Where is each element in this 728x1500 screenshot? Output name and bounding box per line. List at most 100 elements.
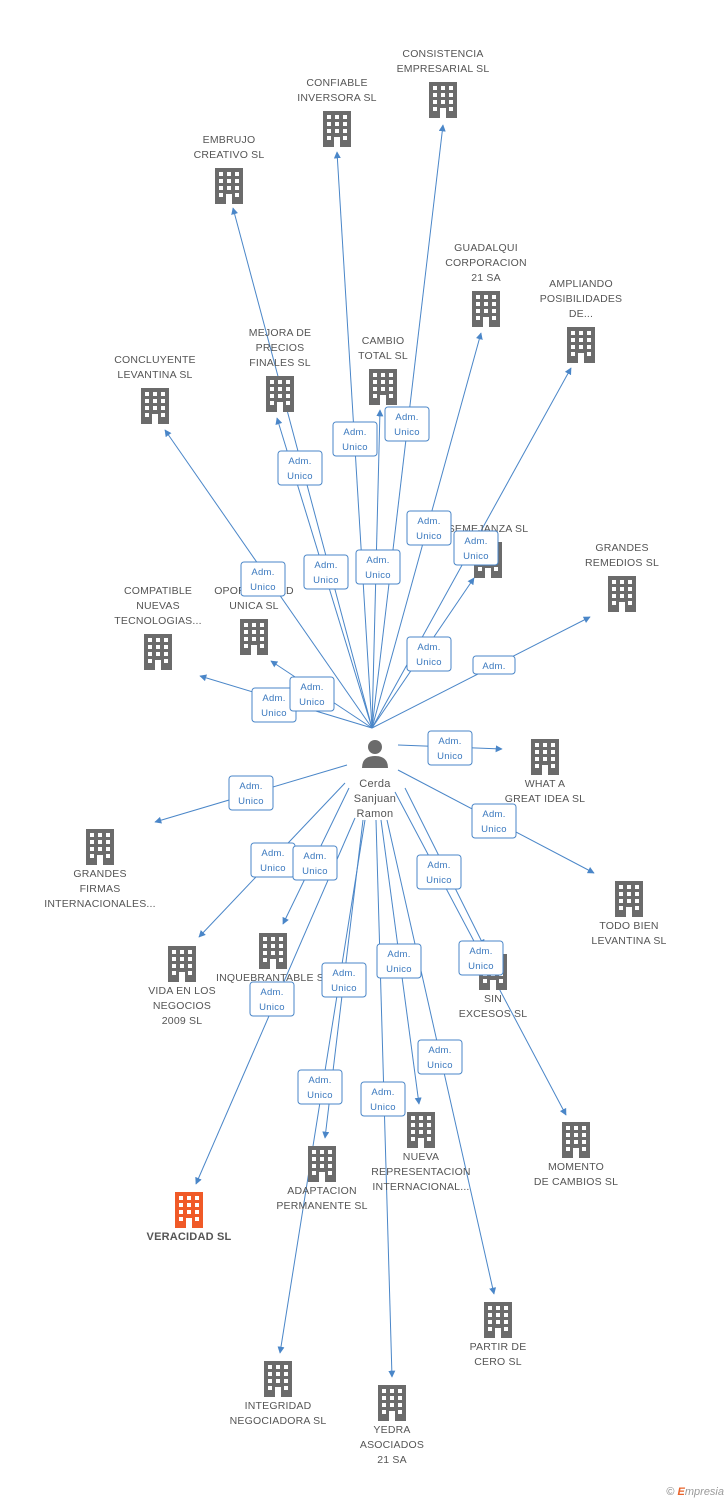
company-label-line: YEDRA [373, 1424, 410, 1436]
role-badge[interactable]: Adm.Unico [251, 687, 297, 723]
role-badge[interactable]: Adm.Unico [249, 981, 295, 1017]
company-label-line: PERMANENTE SL [276, 1200, 367, 1212]
company-label-line: TECNOLOGIAS... [114, 615, 201, 627]
company-node-nueva[interactable]: NUEVAREPRESENTACIONINTERNACIONAL... [371, 1112, 471, 1193]
role-badge[interactable]: Adm. Unico [360, 1081, 406, 1117]
building-icon [615, 881, 643, 917]
company-label-line: GRANDES [73, 868, 126, 880]
company-node-partir[interactable]: PARTIR DE CERO SL [470, 1302, 527, 1368]
role-badge-text: Unico [437, 751, 463, 762]
role-badge-text: Adm. [332, 968, 355, 979]
company-label-line: NEGOCIOS [153, 1000, 211, 1012]
company-node-ampliando[interactable]: AMPLIANDOPOSIBILIDADESDE... [540, 278, 623, 363]
building-icon [531, 739, 559, 775]
role-badge[interactable]: Adm.Unico [384, 406, 430, 442]
role-badge-text: Unico [370, 1102, 396, 1113]
company-label-line: DE... [569, 308, 593, 320]
role-badge-text: Adm. [239, 781, 262, 792]
company-label-line: EMPRESARIAL SL [397, 63, 490, 75]
company-label-line: CERO SL [474, 1356, 522, 1368]
role-badge-text: Unico [394, 427, 420, 438]
company-label-line: PARTIR DE [470, 1341, 527, 1353]
building-icon [429, 82, 457, 118]
person-name-line: Cerda [359, 778, 391, 790]
company-label-line: EXCESOS SL [459, 1008, 528, 1020]
role-badge[interactable]: Adm.Unico [332, 421, 378, 457]
role-badge[interactable]: Adm.Unico [471, 803, 517, 839]
role-badge[interactable]: Adm.Unico [303, 554, 349, 590]
role-badge-text: Adm. [262, 693, 285, 704]
company-label-line: NUEVAS [136, 600, 180, 612]
role-badge[interactable]: Adm. Unico [240, 561, 286, 597]
building-icon [308, 1146, 336, 1182]
role-badge[interactable]: Adm.Unico [417, 1039, 463, 1075]
company-label-line: CREATIVO SL [194, 149, 265, 161]
role-badge-text: Adm. [288, 456, 311, 467]
company-node-veracidad[interactable]: VERACIDAD SL [147, 1192, 232, 1243]
building-icon [266, 376, 294, 412]
role-badge[interactable]: Adm.Unico [289, 676, 335, 712]
role-badge-text: Unico [250, 582, 276, 593]
building-icon [86, 829, 114, 865]
company-node-inquebrantable[interactable]: INQUEBRANTABLE SL [216, 933, 330, 984]
person-name-line: Ramon [357, 808, 394, 820]
role-badge-text: Adm. [314, 560, 337, 571]
role-badge[interactable]: Adm.Unico [292, 845, 338, 881]
role-badge[interactable]: Adm.Unico [355, 549, 401, 585]
role-badge-text: Unico [299, 697, 325, 708]
building-icon [141, 388, 169, 424]
company-label-line: TODO BIEN [599, 920, 658, 932]
role-badge[interactable]: Adm.Unico [277, 450, 323, 486]
company-node-sin-excesos[interactable]: SIN EXCESOS SL [459, 954, 528, 1020]
company-label-line: 2009 SL [162, 1015, 203, 1027]
company-node-embrujo[interactable]: EMBRUJO CREATIVO SL [194, 134, 265, 204]
role-badge[interactable]: Adm. Unico [321, 962, 367, 998]
company-label-line: WHAT A [525, 778, 565, 790]
company-label-line: FINALES SL [249, 357, 311, 369]
company-label-line: COMPATIBLE [124, 585, 192, 597]
role-badge[interactable]: Adm.Unico [376, 943, 422, 979]
role-badge-text: Adm. [371, 1087, 394, 1098]
role-badge-text: Adm. [417, 642, 440, 653]
company-label-line: EMBRUJO [203, 134, 256, 146]
role-badge[interactable]: Adm.Unico [453, 530, 499, 566]
role-badge[interactable]: Adm.Unico [250, 842, 296, 878]
role-badge[interactable]: Adm. [472, 655, 516, 675]
role-badge[interactable]: Adm.Unico [427, 730, 473, 766]
brand-initial: E [677, 1486, 685, 1498]
role-badge[interactable]: Adm. Unico [228, 775, 274, 811]
company-node-compatible[interactable]: COMPATIBLE NUEVAS TECNOLOGIAS... [114, 585, 202, 670]
role-badge-text: Unico [386, 964, 412, 975]
role-badge-text: Adm. [251, 567, 274, 578]
role-badge-text: Unico [331, 983, 357, 994]
company-label-line: REPRESENTACION [371, 1166, 470, 1178]
company-label-line: MEJORA DE [249, 327, 311, 339]
role-badge[interactable]: Adm.Unico [458, 940, 504, 976]
role-badge[interactable]: Adm.Unico [406, 510, 452, 546]
company-node-grandes-firmas[interactable]: GRANDESFIRMASINTERNACIONALES... [44, 829, 156, 910]
role-badge-text: Adm. [464, 536, 487, 547]
role-badge[interactable]: Adm.Unico [416, 854, 462, 890]
company-label-line: SIN [484, 993, 502, 1005]
brand-name: mpresia [684, 1486, 724, 1498]
role-badge[interactable]: Adm.Unico [297, 1069, 343, 1105]
role-badge[interactable]: Adm.Unico [406, 636, 452, 672]
company-label-line: POSIBILIDADES [540, 293, 623, 305]
role-badge-text: Unico [238, 796, 264, 807]
